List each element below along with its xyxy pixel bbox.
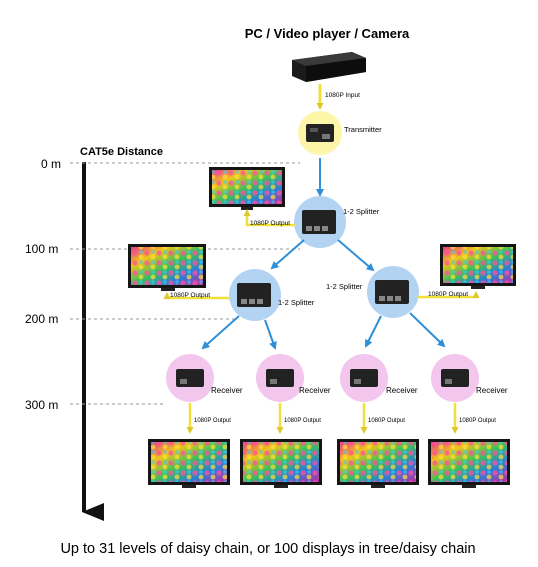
splitter-label-left: 1-2 Splitter — [278, 298, 315, 307]
rx1-output-label: 1080P Output — [194, 418, 231, 424]
to-receiver-4-arrow — [409, 312, 446, 348]
tick-label-200m: 200 m — [25, 312, 58, 326]
output-link-left — [163, 292, 230, 300]
output-label-top: 1080P Output — [250, 220, 290, 227]
rx2-output-label: 1080P Output — [284, 418, 321, 424]
display-right-middle — [440, 244, 516, 289]
to-receiver-3-arrow — [365, 315, 382, 348]
receiver-node-3 — [340, 354, 388, 402]
output-link-right — [418, 291, 480, 299]
output-label-left: 1080P Output — [170, 292, 210, 299]
receiver-label-2: Receiver — [299, 386, 331, 395]
receiver-label-1: Receiver — [211, 386, 243, 395]
output-label-right: 1080P Output — [428, 291, 468, 298]
splitter-top-to-left-arrow — [270, 239, 305, 270]
splitter-label-right: 1-2 Splitter — [326, 282, 363, 291]
splitter-node-right — [367, 266, 419, 318]
splitter-top-to-right-arrow — [337, 239, 375, 272]
receiver-label-4: Receiver — [476, 386, 508, 395]
footer-caption: Up to 31 levels of daisy chain, or 100 d… — [60, 541, 475, 557]
display-bottom-4 — [428, 439, 510, 488]
output-link-top — [243, 209, 296, 227]
splitter-node-left — [229, 269, 281, 321]
receiver-label-3: Receiver — [386, 386, 418, 395]
axis-title: CAT5e Distance — [80, 146, 163, 158]
receiver-node-4 — [431, 354, 479, 402]
display-bottom-3 — [337, 439, 419, 488]
tick-label-0m: 0 m — [41, 157, 61, 171]
splitter-node-top — [294, 196, 346, 248]
rx4-output-label: 1080P Output — [459, 418, 496, 424]
receiver-node-1 — [166, 354, 214, 402]
to-receiver-1-arrow — [201, 315, 240, 350]
source-title: PC / Video player / Camera — [245, 26, 410, 41]
receiver-node-2 — [256, 354, 304, 402]
display-left-middle — [128, 244, 206, 291]
tick-label-100m: 100 m — [25, 242, 58, 256]
tick-label-300m: 300 m — [25, 398, 58, 412]
display-bottom-2 — [240, 439, 322, 488]
transmitter-node — [298, 111, 342, 155]
display-top — [209, 167, 285, 210]
transmitter-label: Transmitter — [344, 125, 382, 134]
input-label: 1080P Input — [325, 92, 360, 99]
to-receiver-2-arrow — [264, 319, 277, 350]
display-bottom-1 — [148, 439, 230, 488]
video-player-device — [292, 52, 366, 82]
rx3-output-label: 1080P Output — [368, 418, 405, 424]
splitter-label-top: 1-2 Splitter — [343, 207, 380, 216]
